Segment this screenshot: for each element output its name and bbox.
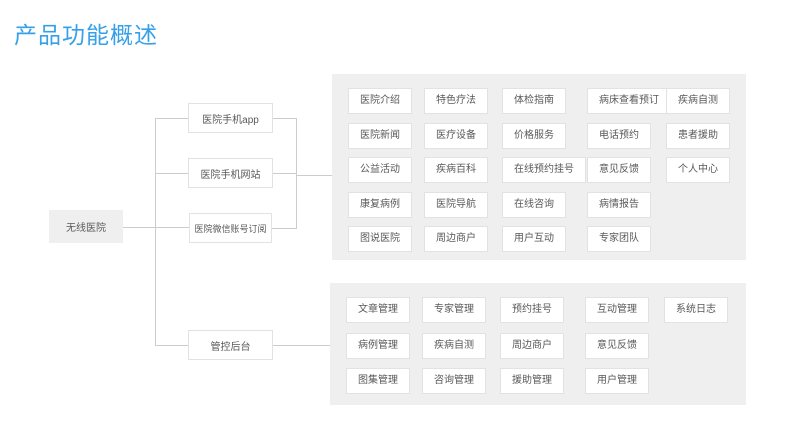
feature-item: 患者援助: [666, 122, 730, 149]
connector-app-to-bus: [273, 118, 296, 119]
feature-item: 用户互动: [502, 226, 566, 252]
feature-item: 文章管理: [346, 297, 410, 323]
feature-item: 图说医院: [348, 226, 412, 252]
connector-bus-to-panel: [296, 175, 332, 176]
node-hospital-mobile-site: 医院手机网站: [188, 158, 273, 188]
node-admin-backend: 管控后台: [188, 330, 273, 360]
feature-item: 用户管理: [585, 368, 649, 394]
feature-item: 疾病百科: [424, 157, 488, 183]
connector-right-bus: [296, 118, 297, 229]
feature-item: 疾病自测: [422, 332, 486, 359]
feature-item: 个人中心: [666, 157, 730, 183]
feature-item: 专家管理: [422, 297, 486, 323]
feature-item: 意见反馈: [587, 157, 651, 183]
frontend-feature-grid: 医院介绍特色疗法体检指南病床查看预订疾病自测医院新闻医疗设备价格服务电话预约患者…: [332, 74, 746, 260]
connector-branch-app: [155, 118, 188, 119]
feature-item: 病床查看预订: [587, 88, 671, 114]
feature-item: 医院导航: [424, 191, 488, 218]
feature-item: 特色疗法: [424, 88, 488, 114]
feature-item: 医疗设备: [424, 122, 488, 149]
node-hospital-wechat-subscription: 医院微信账号订阅: [189, 213, 272, 243]
node-wireless-hospital: 无线医院: [49, 210, 123, 243]
connector-left-trunk: [155, 118, 156, 346]
feature-item: 医院介绍: [348, 88, 412, 114]
feature-item: 体检指南: [502, 88, 566, 114]
feature-item: 病情报告: [587, 191, 651, 218]
feature-item: 康复病例: [348, 191, 412, 218]
feature-item: 咨询管理: [422, 368, 486, 394]
admin-feature-grid: 文章管理专家管理预约挂号互动管理系统日志病例管理疾病自测周边商户意见反馈图集管理…: [330, 283, 746, 405]
feature-item: 价格服务: [502, 122, 566, 149]
feature-item: 周边商户: [424, 226, 488, 252]
feature-item: 医院新闻: [348, 122, 412, 149]
connector-branch-website: [155, 173, 188, 174]
feature-item: 在线咨询: [502, 191, 566, 218]
feature-item: 系统日志: [664, 297, 728, 323]
connector-wechat-to-bus: [272, 228, 296, 229]
connector-website-to-bus: [273, 173, 296, 174]
feature-item: 专家团队: [587, 226, 651, 252]
connector-root-to-trunk: [123, 227, 189, 228]
feature-item: 援助管理: [500, 368, 564, 394]
page-title: 产品功能概述: [14, 22, 158, 48]
feature-item: 在线预约挂号: [502, 157, 586, 183]
panel-frontend-features: 医院介绍特色疗法体检指南病床查看预订疾病自测医院新闻医疗设备价格服务电话预约患者…: [332, 74, 746, 260]
feature-item: 疾病自测: [666, 88, 730, 114]
feature-item: 电话预约: [587, 122, 651, 149]
node-hospital-app: 医院手机app: [188, 103, 273, 133]
feature-item: 意见反馈: [585, 332, 649, 359]
feature-item: 图集管理: [346, 368, 410, 394]
connector-admin-to-panel: [273, 345, 330, 346]
feature-item: 预约挂号: [500, 297, 564, 323]
connector-branch-admin: [155, 345, 188, 346]
feature-item: 周边商户: [500, 332, 564, 359]
feature-item: 病例管理: [346, 332, 410, 359]
feature-item: 公益活动: [348, 157, 412, 183]
feature-item: 互动管理: [585, 297, 649, 323]
panel-admin-features: 文章管理专家管理预约挂号互动管理系统日志病例管理疾病自测周边商户意见反馈图集管理…: [330, 283, 746, 405]
